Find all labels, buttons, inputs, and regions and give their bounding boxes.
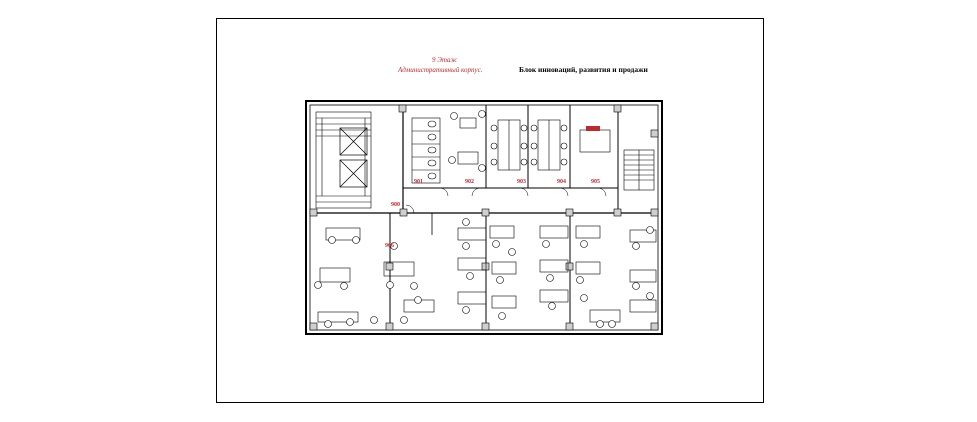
room-901-label: 901 <box>414 179 423 185</box>
room-905-label: 905 <box>591 179 600 185</box>
building-title: Административный корпус. <box>398 66 483 74</box>
walls <box>305 100 663 335</box>
door-swings <box>405 187 607 214</box>
office-chairs <box>314 110 654 328</box>
room-906-label: 906 <box>385 243 394 249</box>
desk-clusters <box>317 225 657 323</box>
room-903-label: 903 <box>517 179 526 185</box>
room-904-label: 904 <box>557 179 566 185</box>
room-labels: 901 902 903 904 905 906 900 <box>385 179 600 249</box>
drawing-sheet <box>216 18 764 403</box>
elevator-shafts <box>339 127 368 188</box>
restroom-stalls <box>411 117 441 184</box>
structural-columns <box>309 104 659 331</box>
block-title: Блок инноваций, развития и продажи <box>519 65 648 74</box>
floor-title: 9 Этаж <box>432 56 457 64</box>
stairwell-left <box>315 111 372 209</box>
stairwell-right <box>623 149 655 191</box>
red-marker <box>586 126 600 131</box>
room-900-label: 900 <box>391 202 400 208</box>
room-902-label: 902 <box>465 179 474 185</box>
